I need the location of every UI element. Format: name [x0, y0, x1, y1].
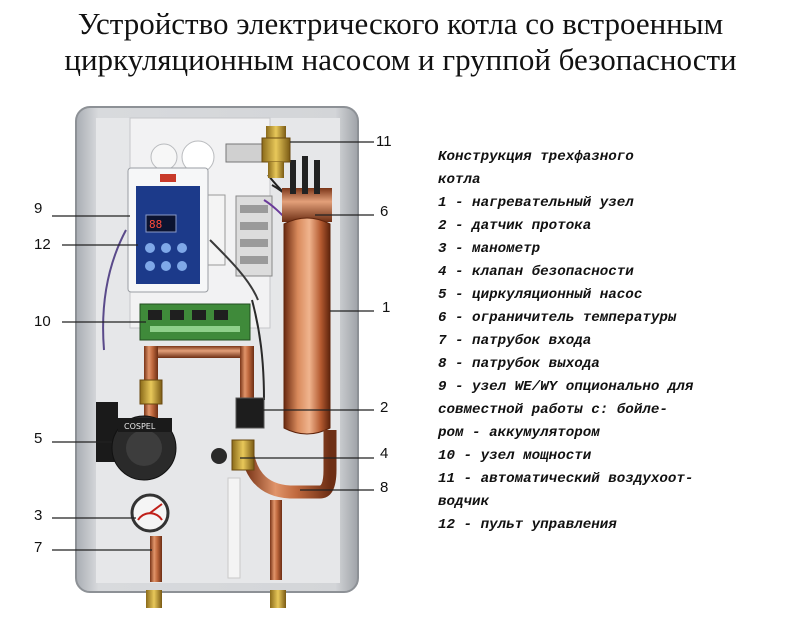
callout-3: 3	[34, 507, 43, 524]
heating-unit	[282, 156, 332, 435]
title-line-1: Устройство электрического котла со встро…	[77, 6, 724, 41]
callout-9: 9	[34, 200, 43, 217]
callout-8: 8	[380, 479, 389, 496]
legend-item: 1 - нагревательный узел	[438, 195, 634, 211]
safety-valve	[211, 439, 255, 471]
legend: Конструкция трехфазного котла 1 - нагрев…	[438, 146, 798, 537]
control-panel: 88	[127, 167, 209, 293]
manometer	[130, 493, 170, 533]
legend-item: 10 - узел мощности	[438, 448, 592, 464]
power-module-pcb	[139, 303, 251, 341]
callout-7: 7	[34, 539, 43, 556]
legend-item: совместной работы с: бойле-	[438, 402, 668, 418]
callout-2: 2	[380, 399, 389, 416]
callout-5: 5	[34, 430, 43, 447]
top-fitting-left	[150, 143, 178, 171]
leader-lines	[52, 141, 374, 551]
callout-6: 6	[380, 203, 389, 220]
display-digits: 88	[149, 218, 162, 231]
flow-sensor	[235, 397, 265, 429]
legend-item: 9 - узел WE/WY опционально для	[438, 379, 694, 395]
legend-item: 2 - датчик протока	[438, 218, 592, 234]
legend-item: 7 - патрубок входа	[438, 333, 592, 349]
legend-item: 8 - патрубок выхода	[438, 356, 600, 372]
legend-item: 11 - автоматический воздухоот-	[438, 471, 694, 487]
callout-11: 11	[376, 133, 392, 150]
legend-item: 6 - ограничитель температуры	[438, 310, 677, 326]
legend-header-line-1: Конструкция трехфазного	[438, 149, 634, 165]
legend-item: ром - аккумулятором	[438, 425, 600, 441]
air-vent	[261, 126, 291, 178]
legend-item: 12 - пульт управления	[438, 517, 617, 533]
legend-item: 5 - циркуляционный насос	[438, 287, 643, 303]
circulation-pump: COSPEL	[96, 379, 177, 481]
pump-brand: COSPEL	[124, 422, 156, 431]
callout-1: 1	[382, 299, 391, 316]
callout-10: 10	[34, 313, 51, 330]
bottom-fittings	[146, 590, 286, 608]
legend-item: 4 - клапан безопасности	[438, 264, 634, 280]
title-line-2: циркуляционным насосом и группой безопас…	[64, 42, 737, 77]
legend-item: 3 - манометр	[438, 241, 541, 257]
diagram-title: Устройство электрического котла со встро…	[0, 6, 801, 78]
callout-12: 12	[34, 236, 51, 253]
legend-item: водчик	[438, 494, 490, 510]
callout-4: 4	[380, 445, 389, 462]
legend-header-line-2: котла	[438, 172, 481, 188]
terminal-blocks	[204, 143, 273, 277]
